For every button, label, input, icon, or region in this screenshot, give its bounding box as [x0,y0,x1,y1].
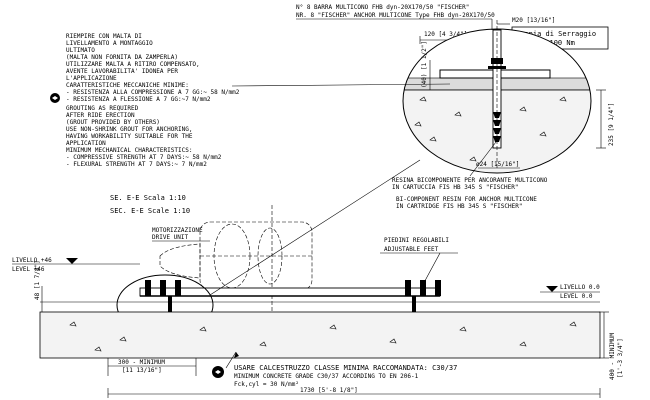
torque-label-it: Coppia di Serraggio [516,30,596,38]
base-frame [139,280,441,326]
svg-text:- COMPRESSIVE STRENGTH AT 7 DA: - COMPRESSIVE STRENGTH AT 7 DAYS:~ 58 N/… [66,154,222,161]
anchor-note-en: NR. 8 "FISCHER" ANCHOR MULTICONE Type FH… [296,12,495,19]
svg-text:ULTIMATO: ULTIMATO [66,47,95,54]
anchor-nut [491,58,503,64]
drive-unit-it: MOTORIZZAZIONE [152,227,203,234]
concrete-note-3: Fck,cyl = 30 N/mm² [234,381,299,388]
level-arrow-icon [66,258,78,264]
svg-text:- RESISTENZA ALLA COMPRESSIONE: - RESISTENZA ALLA COMPRESSIONE A 7 GG:~ … [66,89,240,96]
svg-text:AFTER RIDE ERECTION: AFTER RIDE ERECTION [66,112,135,119]
resin-note-en-1: BI-COMPONENT RESIN FOR ANCHOR MULTICONE [396,196,537,203]
svg-text:L'APPLICAZIONE: L'APPLICAZIONE [66,75,117,82]
svg-text:UTILIZZARE MALTA A RITIRO COMP: UTILIZZARE MALTA A RITIRO COMPENSATO, [66,61,200,68]
dim-m20: M20 [13/16"] [512,17,555,24]
dim-24: ø24 [15/16"] [476,161,519,168]
resin-note-it-2: IN CARTUCCIA FIS HB 345 S "FISCHER" [392,184,518,191]
concrete-note-2: MINIMUM CONCRETE GRADE C30/37 ACCORDING … [234,373,419,380]
grout-notes-en: GROUTING AS REQUIRED AFTER RIDE ERECTION… [66,105,222,168]
section-title-en: SEC. E-E Scale 1:10 [110,207,190,215]
anchor-washer [488,66,506,69]
svg-text:MINIMUM MECHANICAL CHARACTERIS: MINIMUM MECHANICAL CHARACTERISTICS: [66,147,192,154]
svg-text:CARATTERISTICHE MECCANICHE MIN: CARATTERISTICHE MECCANICHE MINIME: [66,82,189,89]
dim-1730: 1730 [5'-8 1/8"] [300,387,358,394]
svg-text:LIVELLAMENTO A MONTAGGIO: LIVELLAMENTO A MONTAGGIO [66,40,153,47]
dim-300: 300 - MINIMUM [118,359,165,366]
dim-400: 400 - MINIMUM [609,333,616,380]
level-left-it: LIVELLO +46 [12,257,52,264]
anchor-note-it: N° 8 BARRA MULTICONO FHB dyn-20X170/50 "… [296,4,469,11]
grout-notes-it: RIEMPIRE CON MALTA DI LIVELLAMENTO A MON… [66,33,240,103]
svg-text:USE NON-SHRINK GROUT FOR ANCHO: USE NON-SHRINK GROUT FOR ANCHORING, [66,126,192,133]
svg-text:- RESISTENZA A FLESSIONE A 7 G: - RESISTENZA A FLESSIONE A 7 GG:~7 N/mm2 [66,96,211,103]
feet-label-en: ADJUSTABLE FEET [384,246,439,253]
resin-note-en-2: IN CARTRIDGE FIS HB 345 S "FISCHER" [396,203,522,210]
dim-400b: [1'-3 3/4"] [617,338,624,378]
foundation-slab [39,311,601,359]
svg-text:HAVING WORKABILITY SUITABLE FO: HAVING WORKABILITY SUITABLE FOR THE [66,133,193,140]
level-arrow-icon-right [546,286,558,292]
dim-48: 48 [1 7/8"] [34,260,41,300]
svg-text:- FLEXURAL STRENGTH AT 7 DAYS:: - FLEXURAL STRENGTH AT 7 DAYS:~ 7 N/mm2 [66,161,207,168]
level-right-en: LEVEL 0.0 [560,293,593,300]
dim-235: 235 [9 1/4"] [608,103,615,146]
svg-text:AVENTE LAVORABILITA' IDONEA PE: AVENTE LAVORABILITA' IDONEA PER [66,68,178,75]
section-title-it: SE. E-E Scala 1:10 [110,194,186,202]
svg-text:RIEMPIRE CON MALTA DI: RIEMPIRE CON MALTA DI [66,33,142,40]
concrete-note-1: USARE CALCESTRUZZO CLASSE MINIMA RACCOMA… [234,364,457,372]
drive-unit-en: DRIVE UNIT [152,234,189,241]
svg-text:(MALTA NON FORNITA DA ZAMPERLA: (MALTA NON FORNITA DA ZAMPERLA) [66,54,178,61]
level-right-it: LIVELLO 0.0 [560,284,600,291]
feet-label-it: PIEDINI REGOLABILI [384,237,449,244]
note-arrow-icon [234,352,239,358]
svg-text:APPLICATION: APPLICATION [66,140,106,147]
dim-40: (40) [1 1/2"] [421,41,428,88]
dim-120: 120 [4 3/4"] [424,31,467,38]
level-left-en: LEVEL +46 [12,266,45,273]
resin-note-it-1: RESINA BICOMPONENTE PER ANCORANTE MULTIC… [392,177,548,184]
svg-text:(GROUT PROVIDED BY OTHERS): (GROUT PROVIDED BY OTHERS) [66,119,160,126]
dim-300b: [11 13/16"] [122,367,162,374]
svg-text:GROUTING AS REQUIRED: GROUTING AS REQUIRED [66,105,139,112]
